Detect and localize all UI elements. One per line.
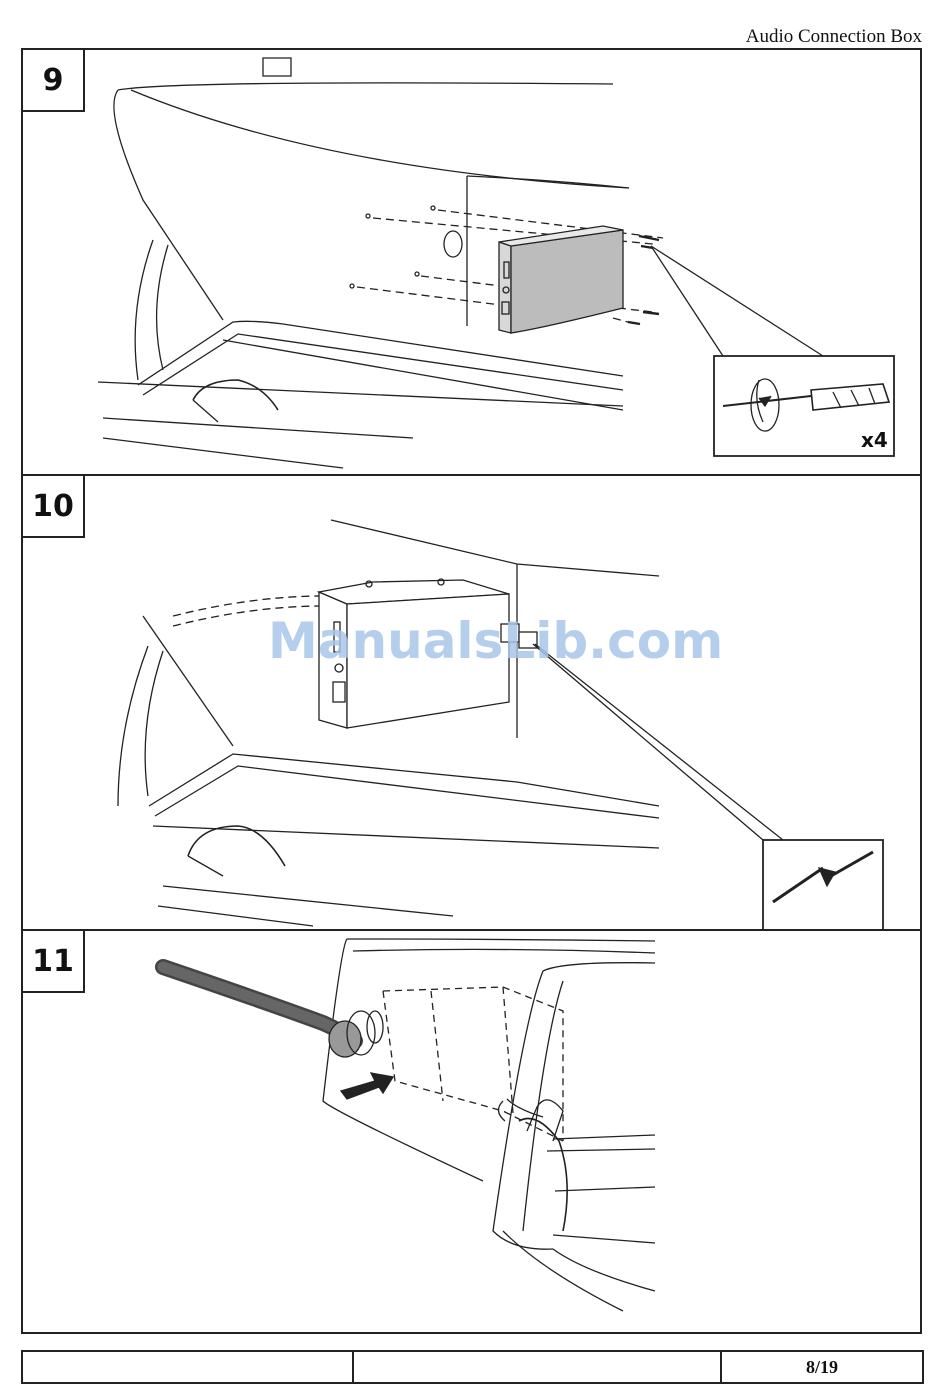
footer-cell-left	[23, 1352, 354, 1382]
step-10-panel: 10	[23, 474, 920, 929]
step-number-9: 9	[23, 50, 85, 112]
page-header-title: Audio Connection Box	[746, 26, 922, 48]
watermark-text: ManualsLib.com	[268, 612, 723, 670]
quantity-label: x4	[861, 428, 888, 452]
page-footer: 8/19	[21, 1350, 924, 1384]
instruction-frame: 9	[21, 48, 922, 1334]
step-9-illustration	[23, 50, 920, 474]
page-number: 8/19	[722, 1352, 922, 1382]
step-10-illustration	[23, 476, 920, 931]
step-number-11: 11	[23, 931, 85, 993]
step-11-illustration	[23, 931, 920, 1334]
step-9-panel: 9	[23, 50, 920, 474]
step-11-panel: 11	[23, 929, 920, 1332]
footer-cell-middle	[354, 1352, 722, 1382]
step-number-10: 10	[23, 476, 85, 538]
